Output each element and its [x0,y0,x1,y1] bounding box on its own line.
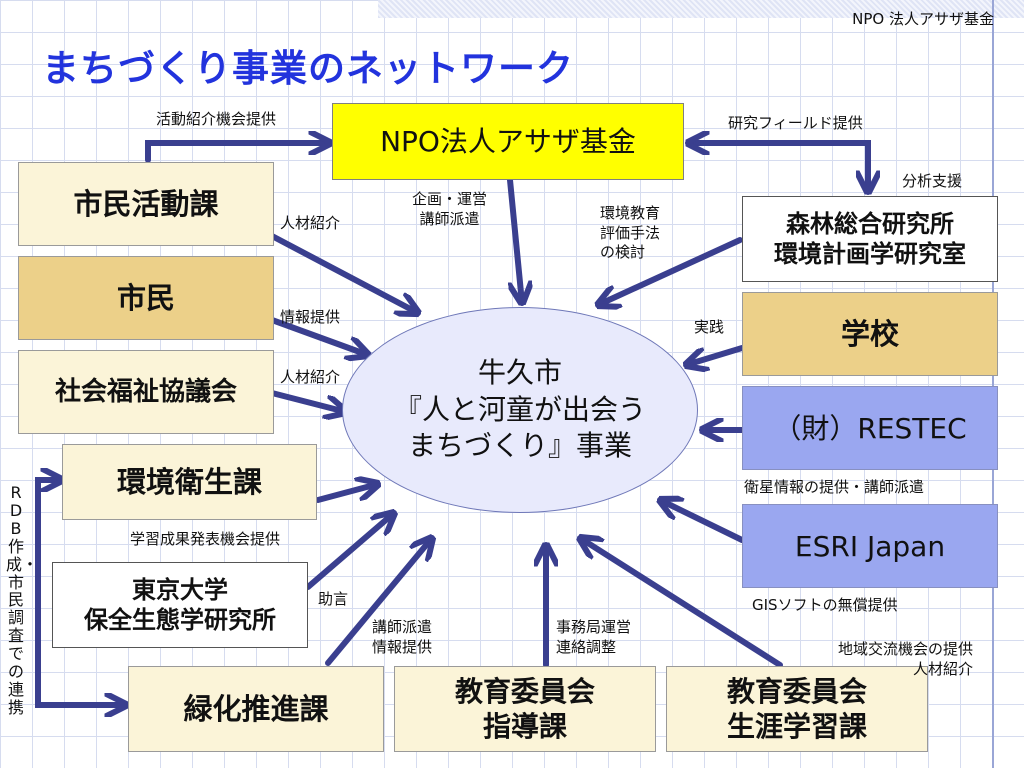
label-chiiki-line2: 人材紹介 [913,659,974,678]
arrow-shakai-fukushi-to-center [269,390,346,412]
node-kyoiku-shogai: 教育委員会 生涯学習課 [666,666,928,752]
node-shakai-fukushi: 社会福祉協議会 [18,350,274,434]
header-band [378,0,1024,18]
label-eisei: 衛星情報の提供・講師派遣 [744,478,925,496]
label-kankyo-kyoiku-line2: 評価手法 [600,223,661,242]
node-shinrin: 森林総合研究所 環境計画学研究室 [742,196,998,282]
node-esri: ESRI Japan [742,504,998,588]
node-kyoiku-shogai-line1: 教育委員会 [726,675,867,708]
label-koshi-haken: 講師派遣 情報提供 [372,618,432,657]
label-kankyo-kyoiku-line1: 環境教育 [600,204,661,222]
label-kenkyu-field: 研究フィールド提供 [728,114,863,132]
node-npo-asaza: NPO法人アサザ基金 [332,103,684,180]
arrow-kyoiku-shogai-to-center [580,538,783,668]
label-koshi-haken-line1: 講師派遣 [372,618,433,636]
arrow-kankyo-eisei-to-center [315,484,378,503]
node-todai-line1: 東京大学 [132,576,228,604]
arrow-shimin-katsudo-to-center [269,233,418,313]
arrow-todai-to-center [305,513,394,590]
node-shimin-katsudo: 市民活動課 [18,162,274,246]
label-gakushu: 学習成果発表機会提供 [130,530,281,548]
arrow-esri-to-center [660,500,745,543]
arrow-shimin-katsudo-to-npo [145,143,333,163]
node-kyoiku-shogai-line2: 生涯学習課 [726,710,867,743]
label-jinzai-shokai-1: 人材紹介 [280,214,341,232]
node-kyoiku-shido-line1: 教育委員会 [454,675,595,708]
label-kikaku-line1: 企画・運営 [412,190,488,208]
arrow-shimin-to-center [269,317,368,355]
label-jimukyoku-line2: 連絡調整 [556,637,617,656]
label-bunseki: 分析支援 [902,172,963,190]
organization-name: NPO 法人アサザ基金 [852,10,994,28]
label-gis: GISソフトの無償提供 [752,596,898,614]
label-chiiki: 地域交流機会の提供 人材紹介 [838,640,973,679]
label-jinzai-shokai-2: 人材紹介 [280,368,341,386]
label-koshi-haken-line2: 情報提供 [372,637,433,656]
arrow-npo-shinrin [685,143,868,195]
label-katsudo-shokai: 活動紹介機会提供 [156,110,277,128]
arrow-rdb-link [35,480,129,705]
node-kyoiku-shido: 教育委員会 指導課 [394,666,656,752]
node-kankyo-eisei: 環境衛生課 [62,444,317,520]
node-todai: 東京大学 保全生態学研究所 [52,562,308,648]
label-kankyo-kyoiku-line3: の検討 [600,243,646,261]
node-kyoiku-shido-line2: 指導課 [482,710,567,743]
label-jimukyoku-line1: 事務局運営 [556,618,632,636]
label-chiiki-line1: 地域交流機会の提供 [838,640,974,658]
label-jissen: 実践 [694,318,725,336]
arrow-shinrin-to-center [598,237,743,305]
arrow-ryokuka-to-center [325,538,432,666]
label-kikaku-line2: 講師派遣 [419,209,480,228]
page-title: まちづくり事業のネットワーク [42,47,574,90]
label-jimukyoku: 事務局運営 連絡調整 [556,618,631,657]
center-project: 牛久市 『人と河童が出会う まちづくり』事業 [342,307,698,513]
right-guide-line [992,0,994,768]
node-gakko: 学校 [742,292,998,376]
arrow-gakko-to-center [686,345,745,365]
node-shimin: 市民 [18,256,274,340]
node-restec: （財）RESTEC [742,386,998,470]
node-shinrin-line2: 環境計画学研究室 [774,240,966,268]
label-jogen: 助言 [318,590,349,608]
center-line3: まちづくり』事業 [407,429,632,463]
label-joho-teikyo: 情報提供 [280,308,341,326]
center-line2: 『人と河童が出会う [393,392,646,426]
center-line1: 牛久市 [477,355,562,389]
node-ryokuka: 緑化推進課 [128,666,384,752]
arrow-npo-to-center [507,177,522,303]
node-shinrin-line1: 森林総合研究所 [786,210,954,238]
label-kikaku: 企画・運営 講師派遣 [412,190,487,229]
label-kankyo-kyoiku: 環境教育 評価手法 の検討 [600,204,660,263]
label-rdb-vertical: RDB作成・市民調査での連携 [6,483,39,717]
node-todai-line2: 保全生態学研究所 [84,606,276,634]
